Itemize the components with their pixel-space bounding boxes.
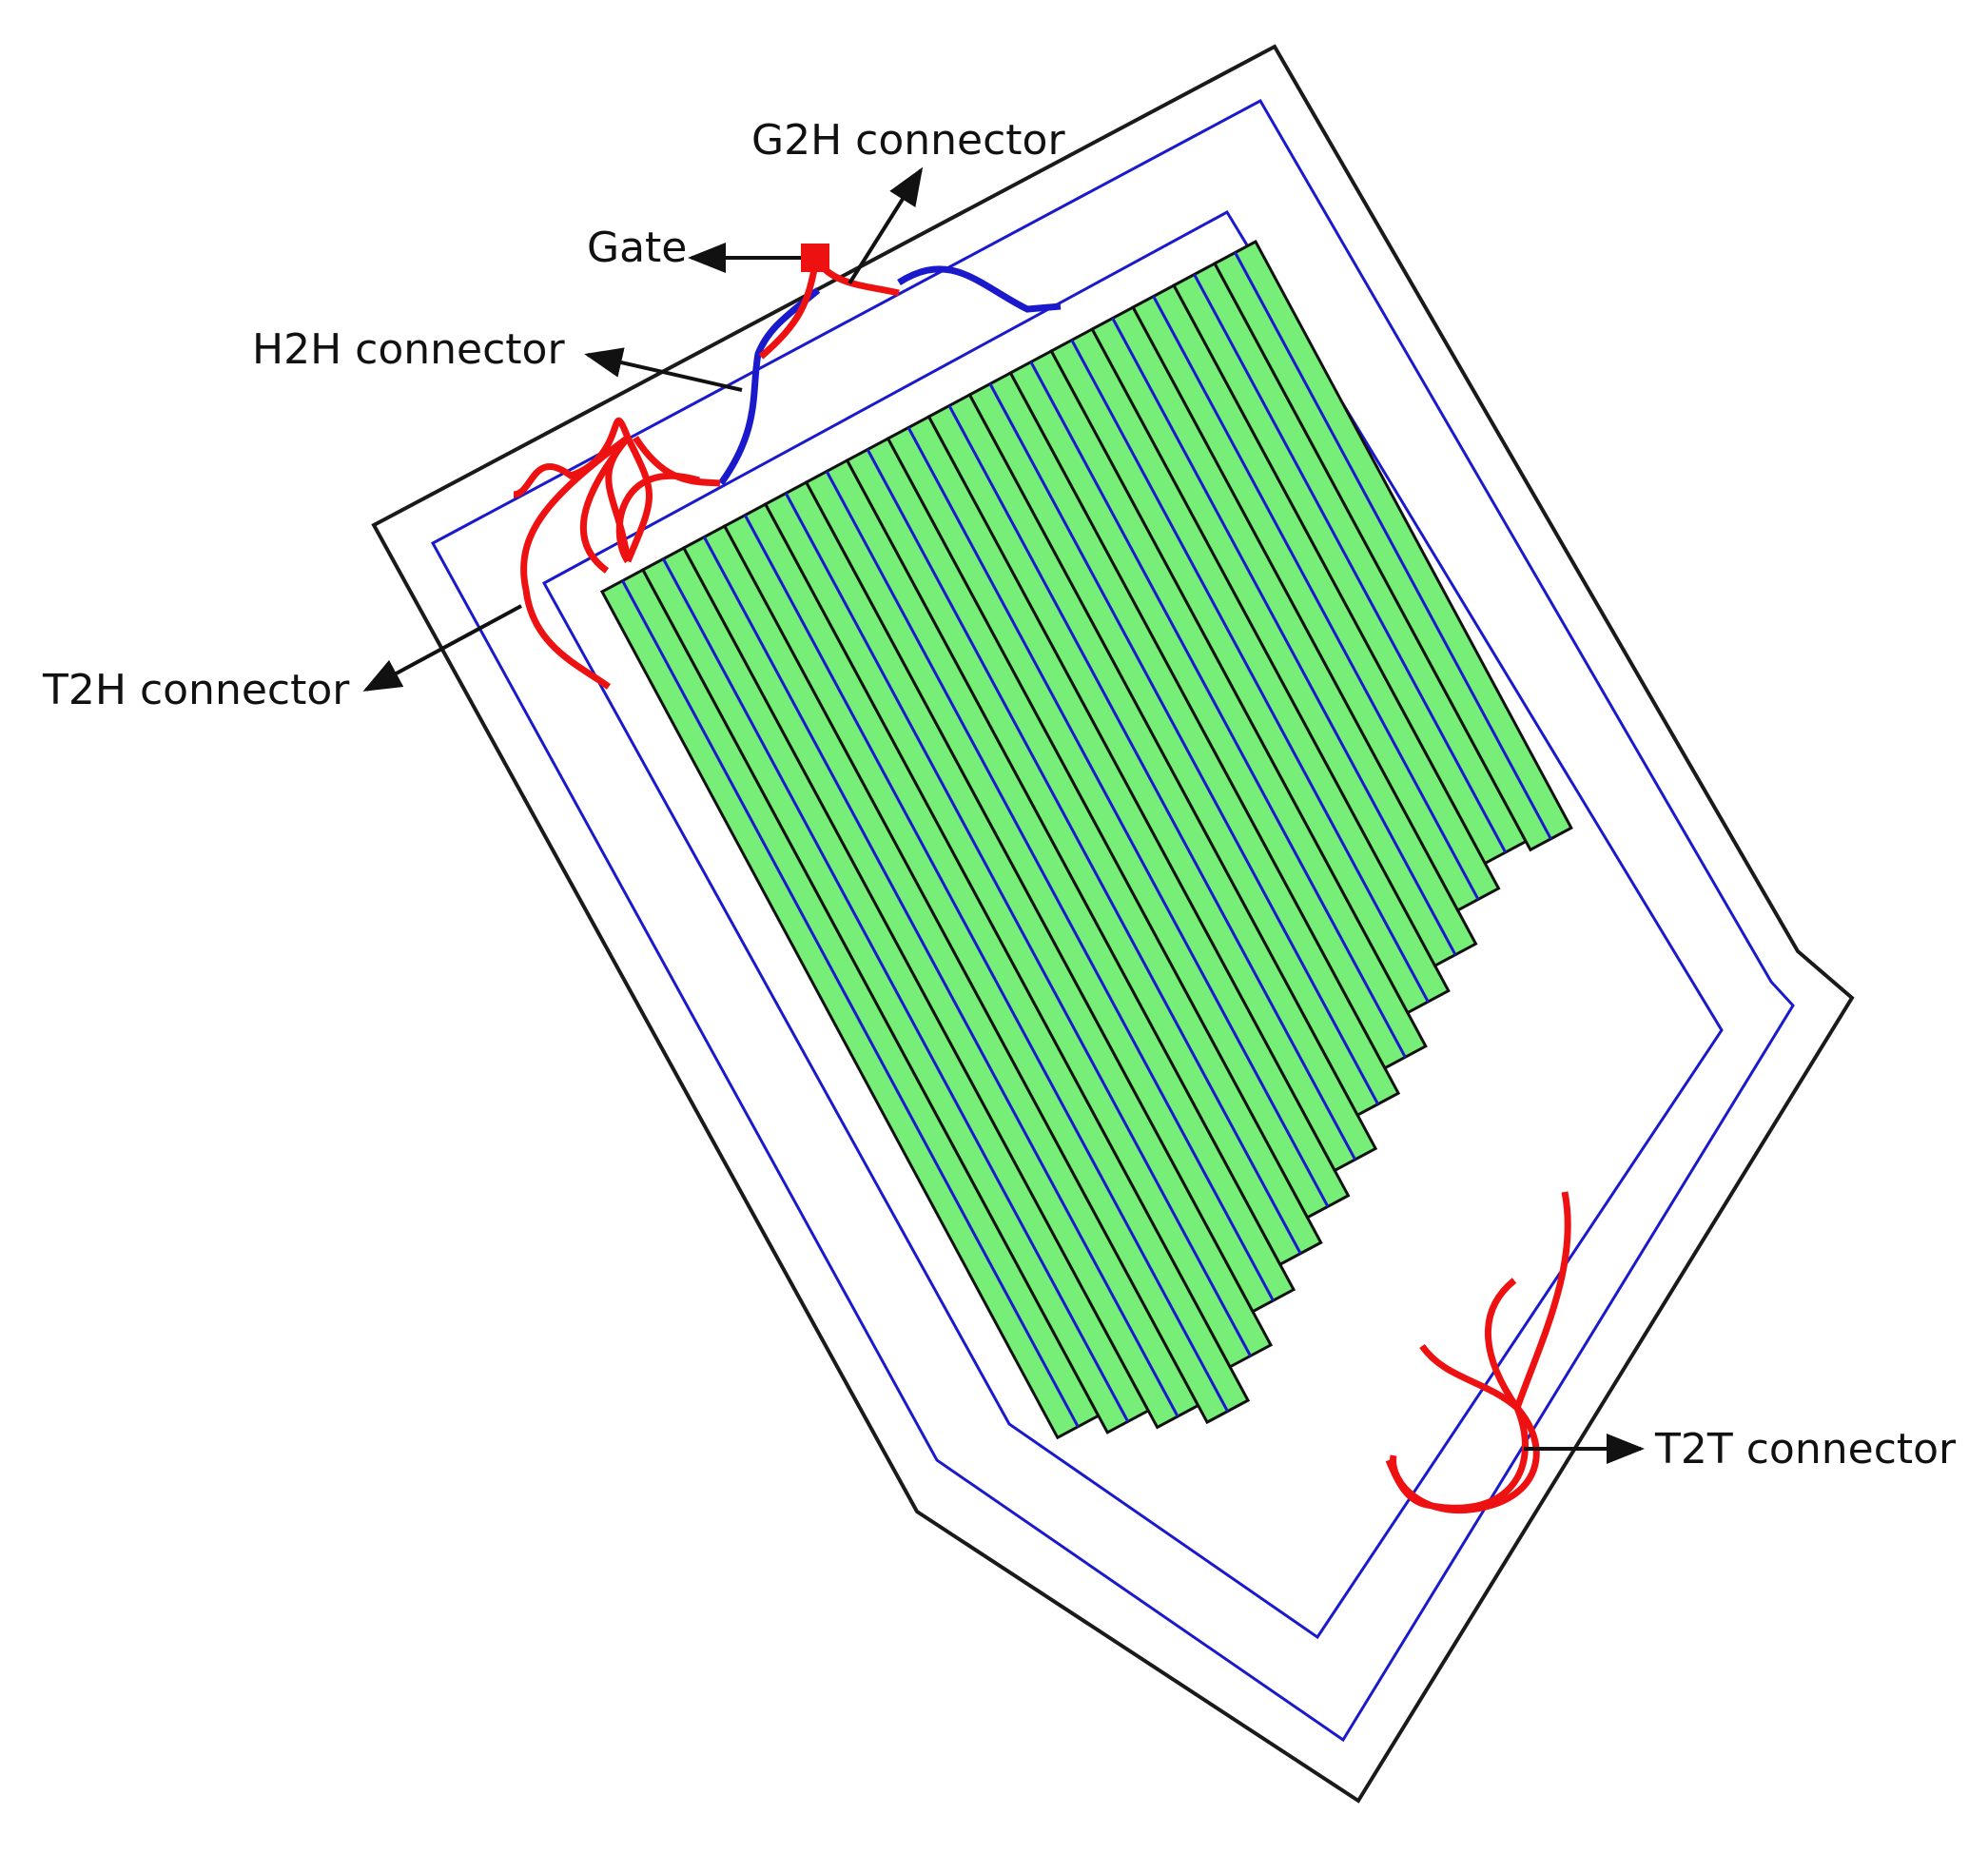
track-path <box>1193 273 1508 853</box>
gate-to-headland-path <box>758 258 820 360</box>
track-path <box>784 492 1252 1357</box>
h2h-connector-label: H2H connector <box>252 325 565 374</box>
track-path <box>743 514 1229 1413</box>
h2h-arrow <box>584 347 743 392</box>
g2h-arrow <box>848 166 924 285</box>
g2h-headland-path <box>897 265 1062 313</box>
coverage-strips <box>599 239 1573 1440</box>
track-path <box>662 557 1130 1423</box>
track-path <box>1234 251 1552 840</box>
gate-marker <box>801 244 829 272</box>
track-path <box>866 448 1302 1255</box>
h2h-connector-path <box>718 287 821 486</box>
t2h-connector-label: T2H connector <box>42 666 350 714</box>
track-path <box>1029 361 1407 1059</box>
track-path <box>825 470 1275 1301</box>
inner-headland-path <box>541 209 1724 1640</box>
track-path <box>906 426 1330 1208</box>
t2t-connector-label: T2T connector <box>1654 1425 1957 1473</box>
track-path <box>703 536 1179 1417</box>
track-path <box>1111 317 1457 956</box>
t2t-connectors <box>1385 1191 1571 1514</box>
track-path <box>1152 295 1480 901</box>
track-path <box>988 382 1379 1105</box>
outer-headland-path <box>430 98 1795 1743</box>
field-boundary <box>371 44 1855 1804</box>
track-path <box>1070 339 1430 1003</box>
t2h-connectors <box>513 418 721 690</box>
track-path <box>947 404 1356 1161</box>
g2h-connector-label: G2H connector <box>751 116 1065 165</box>
track-path <box>621 579 1080 1428</box>
gate-label: Gate <box>587 224 687 272</box>
t2h-arrow <box>362 604 522 692</box>
